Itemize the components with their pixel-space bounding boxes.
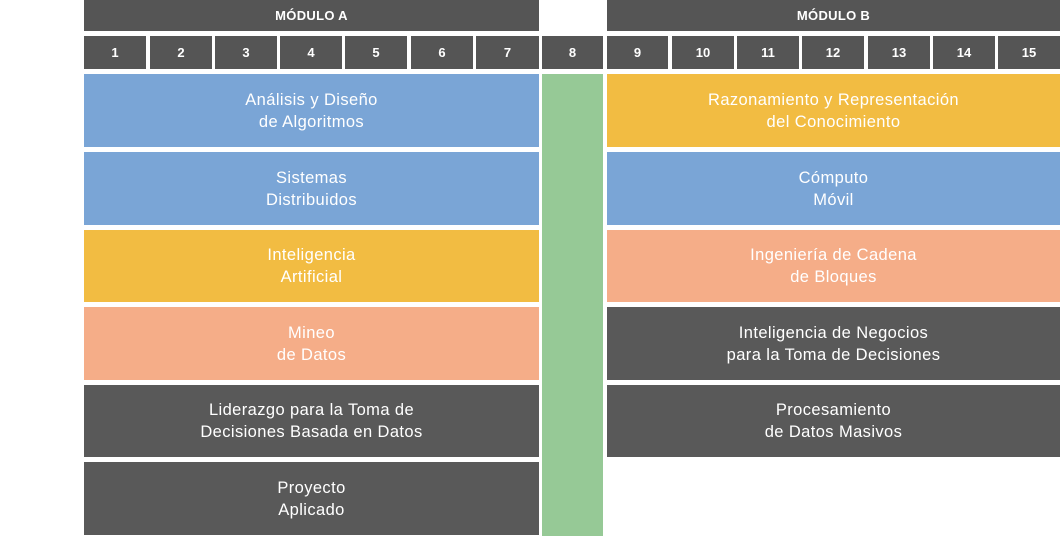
week-7: 7 [476,36,539,69]
week-1: 1 [84,36,146,69]
course-line2: para la Toma de Decisiones [726,345,941,364]
module-b-header: MÓDULO B [607,0,1060,31]
week-6: 6 [411,36,473,69]
course-line1: Inteligencia de Negocios [738,323,929,342]
course-line1: Proyecto [277,478,346,497]
week-11: 11 [737,36,799,69]
week-10: 10 [672,36,734,69]
course-line2: Móvil [813,190,854,209]
course-liderazgo-toma-decisiones: Liderazgo para la Toma de Decisiones Basa… [84,385,539,457]
week-4: 4 [280,36,342,69]
course-line1: Sistemas [275,168,348,187]
course-line1: Liderazgo para la Toma de [208,401,415,419]
course-procesamiento-datos-masivos: Procesamiento de Datos Masivos [607,385,1060,457]
week-8-bar [542,74,603,536]
course-line2: Aplicado [278,500,345,519]
course-line1: Análisis y Diseño [245,90,378,109]
course-line2: de Datos Masivos [764,423,903,441]
course-analisis-diseno-algoritmos: Análisis y Diseño de Algoritmos [84,74,539,147]
course-line2: de Datos [276,345,347,364]
course-ingenieria-cadena-bloques: Ingeniería de Cadena de Bloques [607,230,1060,302]
course-line1: Razonamiento y Representación [708,90,959,109]
week-3: 3 [215,36,277,69]
course-line2: Distribuidos [266,190,357,209]
course-line1: Mineo [288,323,335,342]
course-line2: Artificial [280,268,343,286]
week-2: 2 [150,36,212,69]
course-razonamiento-representacion: Razonamiento y Representación del Conocim… [607,74,1060,147]
course-line1: Procesamiento [775,401,892,419]
course-mineo-de-datos: Mineo de Datos [84,307,539,380]
week-8: 8 [542,36,603,69]
course-line2: de Bloques [790,268,877,286]
course-line1: Ingeniería de Cadena [750,246,917,264]
course-line2: del Conocimiento [766,112,901,131]
course-line1: Inteligencia [267,246,356,264]
week-14: 14 [933,36,995,69]
course-line2: de Algoritmos [258,112,365,131]
week-15: 15 [998,36,1060,69]
course-line1: Cómputo [798,168,869,187]
course-line2: Decisiones Basada en Datos [200,423,423,441]
week-5: 5 [345,36,407,69]
week-9: 9 [607,36,668,69]
week-12: 12 [802,36,864,69]
module-a-header: MÓDULO A [84,0,539,31]
week-13: 13 [868,36,930,69]
course-inteligencia-negocios: Inteligencia de Negocios para la Toma de … [607,307,1060,380]
